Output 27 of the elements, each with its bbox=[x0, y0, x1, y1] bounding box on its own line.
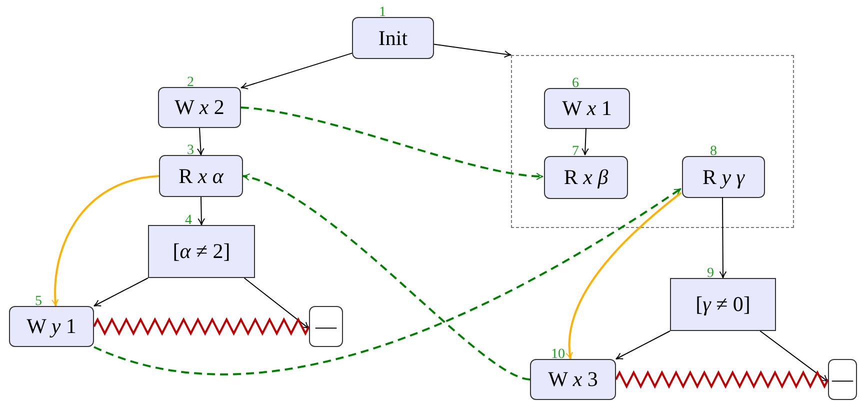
step-number: 4 bbox=[185, 214, 192, 228]
step-number: 10 bbox=[551, 348, 565, 362]
node-label: W x 2 bbox=[174, 97, 224, 118]
node-label: R y γ bbox=[702, 166, 745, 188]
step-number: 5 bbox=[35, 295, 42, 309]
terminal-box bbox=[828, 359, 857, 400]
dashed-group-box bbox=[511, 55, 794, 228]
node-label: W x 1 bbox=[562, 98, 612, 119]
step-number: 9 bbox=[707, 267, 714, 281]
step-number: 2 bbox=[187, 76, 194, 90]
zigzag-line bbox=[615, 370, 829, 389]
node-label: [α ≠ 2] bbox=[172, 241, 230, 262]
node-label: [γ ≠ 0] bbox=[696, 294, 750, 315]
node-label: W x 3 bbox=[548, 369, 598, 390]
node-label: Init bbox=[378, 28, 408, 48]
step-number: 7 bbox=[572, 145, 579, 159]
step-number: 6 bbox=[572, 77, 579, 91]
node-label: R x β bbox=[564, 167, 608, 188]
step-number: 1 bbox=[379, 6, 386, 20]
node-label: — bbox=[832, 369, 853, 390]
step-number: 3 bbox=[187, 144, 194, 158]
node-label: W y 1 bbox=[26, 316, 76, 337]
step-number: 8 bbox=[710, 145, 717, 159]
node-label: — bbox=[316, 316, 336, 337]
node-label: R x α bbox=[178, 166, 224, 186]
terminal-box bbox=[309, 306, 343, 347]
zigzag-line bbox=[93, 317, 310, 336]
